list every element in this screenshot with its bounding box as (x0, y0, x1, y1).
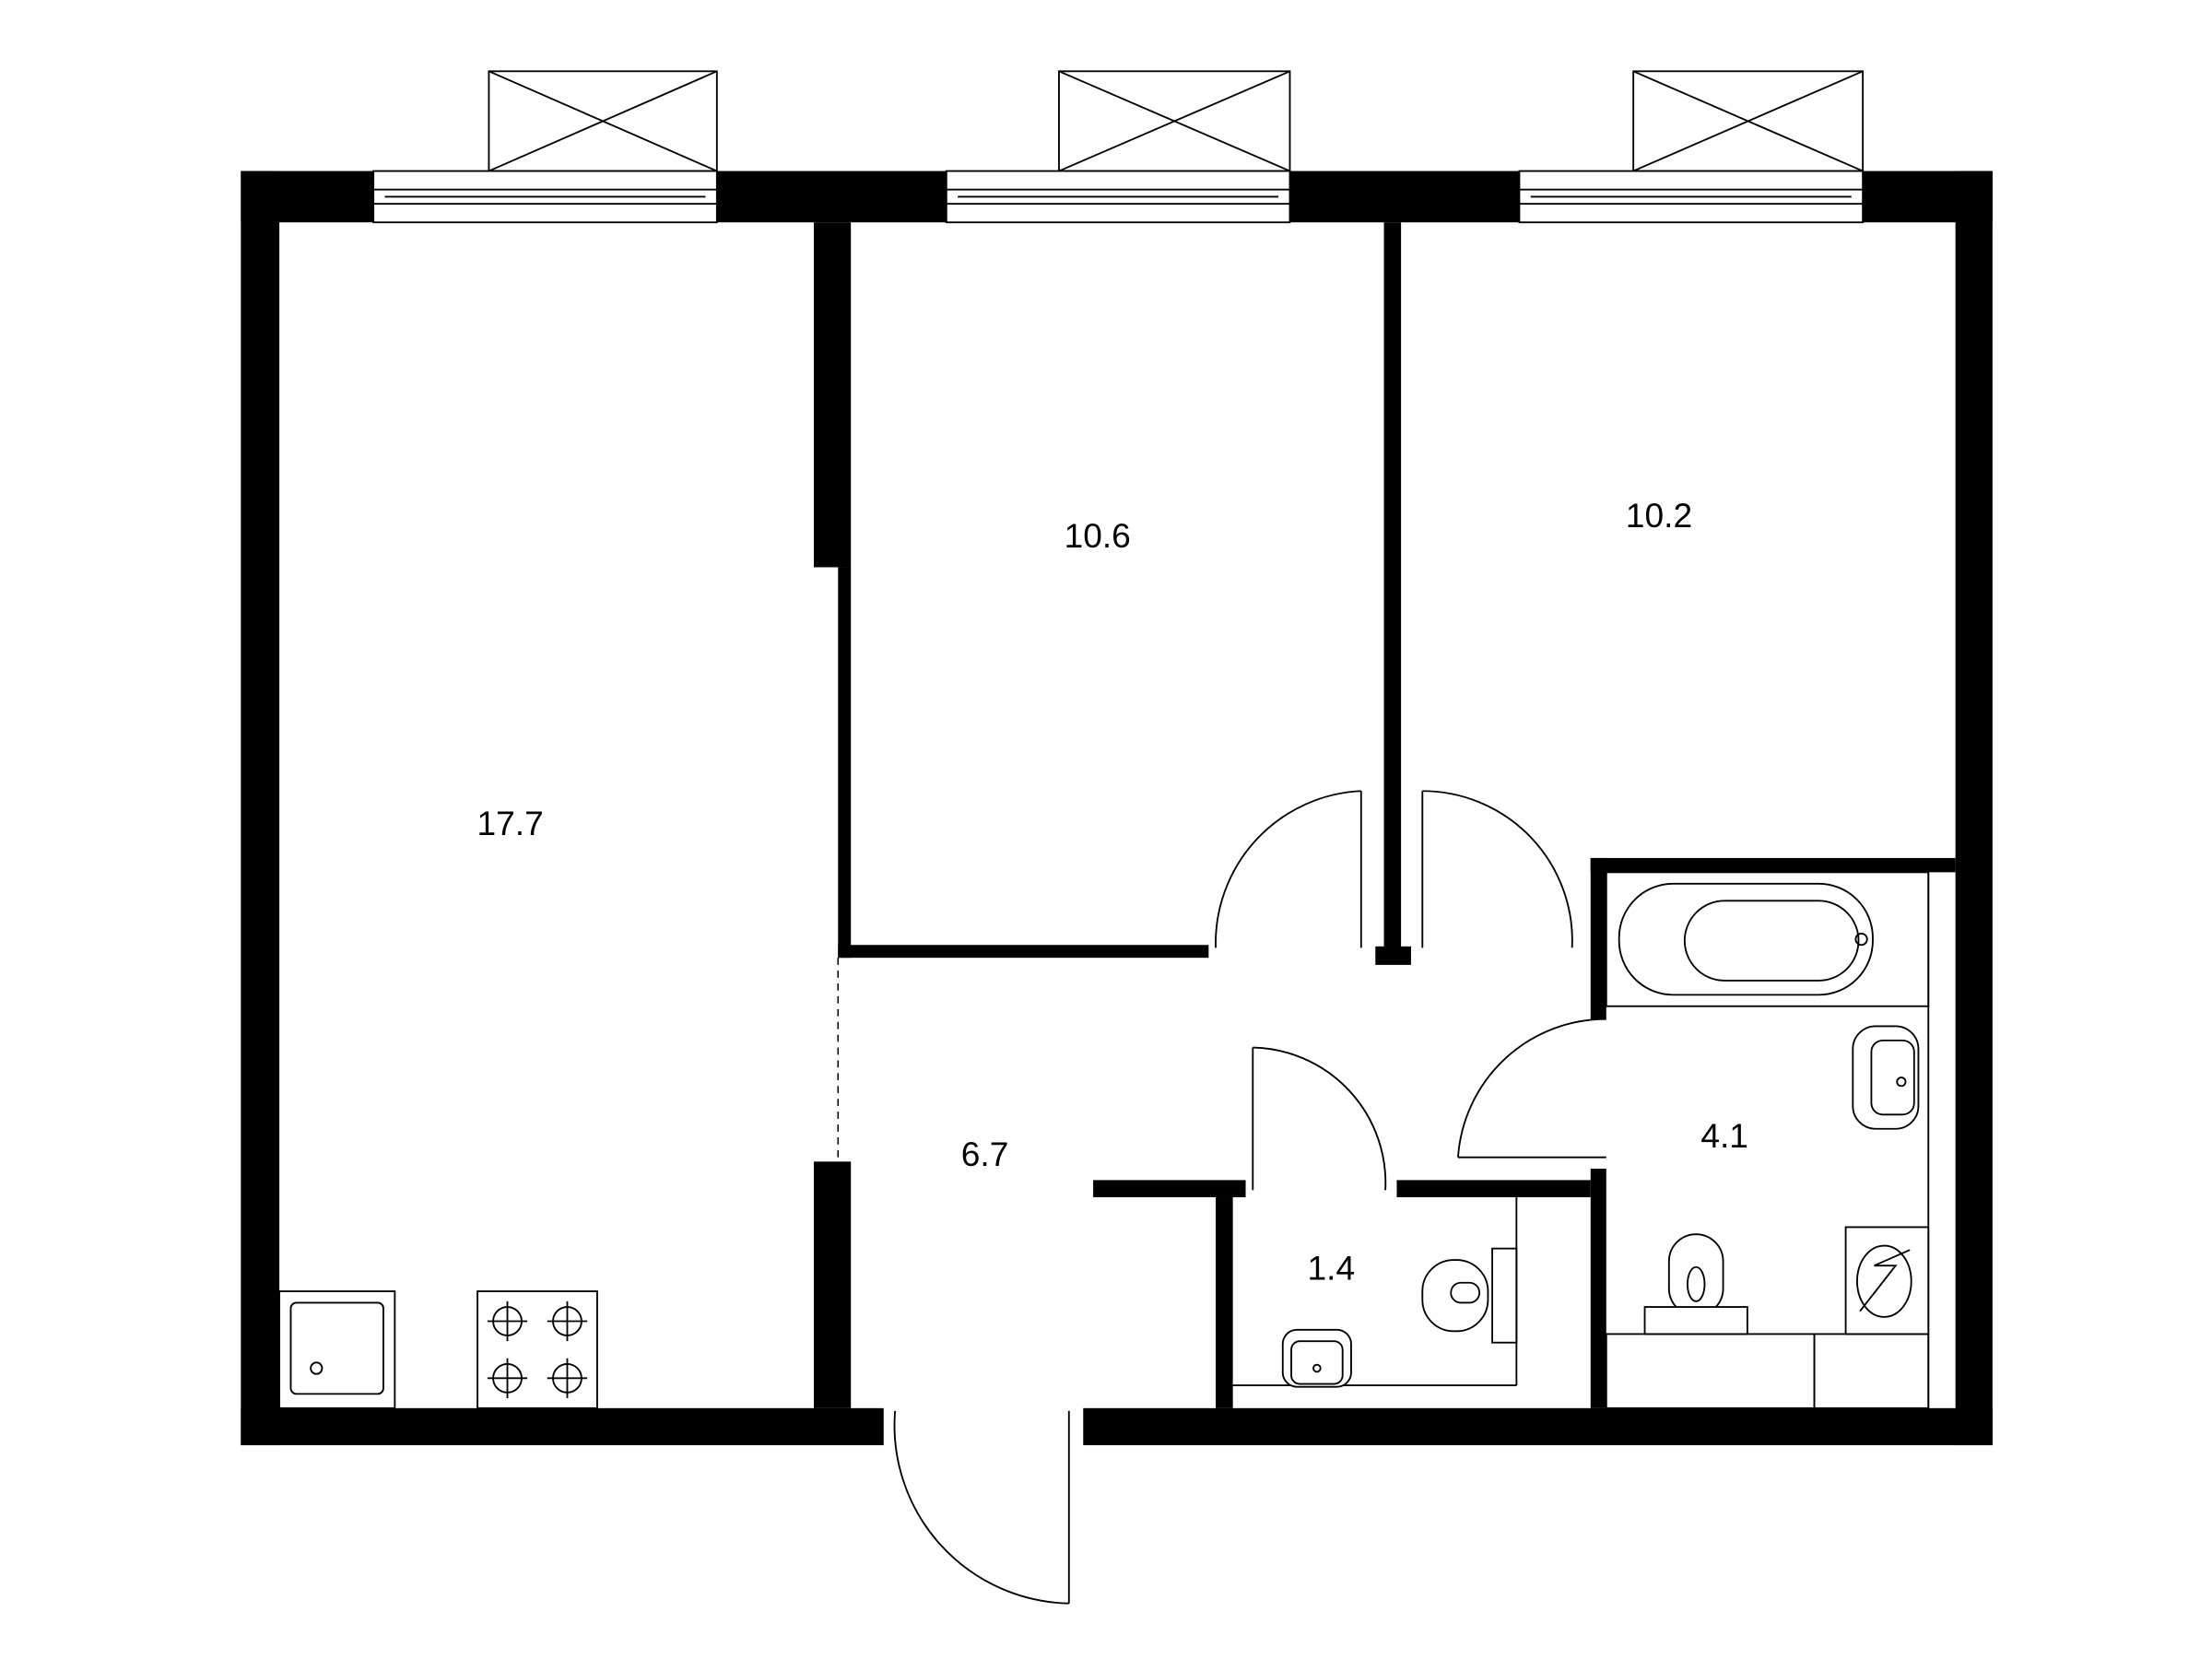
window-1 (372, 170, 718, 224)
room-area-bedroom-1: 10.6 (1065, 516, 1131, 555)
balcony-2 (1058, 70, 1291, 172)
exterior-walls (241, 171, 1993, 1446)
window-2 (945, 170, 1291, 224)
interior-walls (813, 222, 1956, 1408)
door-toilet (1252, 1046, 1387, 1191)
room-area-bathroom: 4.1 (1700, 1116, 1748, 1155)
fixtures (278, 871, 1930, 1409)
balcony-1 (488, 70, 718, 172)
room-area-bedroom-2: 10.2 (1626, 496, 1692, 535)
toilet-bathroom-icon (1643, 1233, 1748, 1335)
bathtub-icon (1605, 871, 1930, 1007)
room-area-labels: 17.7 10.6 10.2 6.7 1.4 4.1 (477, 496, 1747, 1287)
door-entrance (893, 1410, 1070, 1605)
door-bathroom (1457, 1018, 1606, 1159)
windows (372, 170, 1865, 224)
toilet-wc-icon (1421, 1247, 1518, 1344)
window-3 (1518, 170, 1865, 224)
room-area-hallway: 6.7 (961, 1135, 1009, 1173)
stove-icon (477, 1290, 598, 1409)
room-area-living-kitchen: 17.7 (477, 804, 543, 842)
wc-washbasin-icon (1281, 1328, 1352, 1388)
doors (893, 790, 1606, 1605)
door-bedroom-2 (1421, 790, 1573, 948)
kitchen-sink-icon (278, 1290, 396, 1409)
balcony-3 (1632, 70, 1865, 172)
room-area-toilet: 1.4 (1308, 1249, 1356, 1288)
washbasin-icon (1852, 1025, 1920, 1130)
door-bedroom-1 (1215, 790, 1362, 948)
balconies (488, 70, 1865, 172)
washing-machine-icon (1844, 1226, 1930, 1335)
